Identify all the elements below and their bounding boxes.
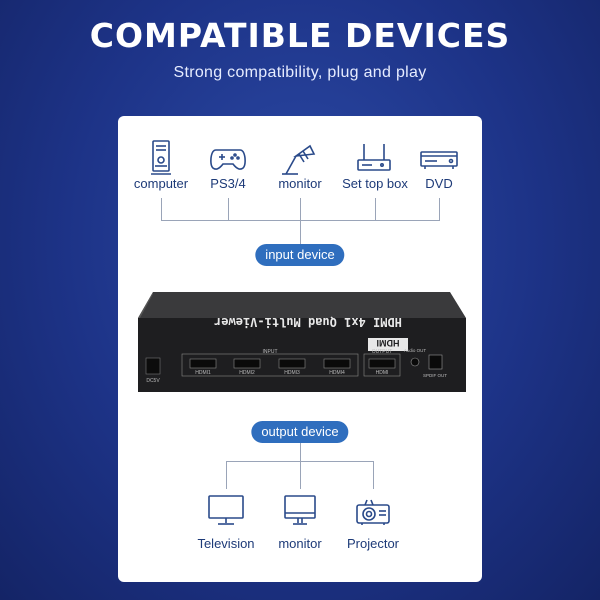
port-label: HDMI3: [284, 370, 300, 376]
output-label-projector: Projector: [346, 536, 400, 551]
output-label-television: Television: [197, 536, 255, 551]
connector-line: [161, 198, 162, 220]
dvd-icon: [419, 138, 459, 178]
device-brand: HDMI: [377, 338, 400, 348]
connector-line: [300, 220, 301, 244]
television-icon: [206, 491, 246, 531]
connector-line: [228, 198, 229, 220]
audio-out-label: Audio OUT: [404, 348, 427, 353]
device-card: computer PS3/4 monitor Set top box DVD i…: [118, 116, 482, 582]
connector-line: [300, 198, 301, 220]
input-label-ps: PS3/4: [210, 176, 246, 191]
input-device-pill: input device: [255, 244, 345, 266]
output-group-label: OUTPUT: [372, 349, 393, 355]
device-name: HDMI 4x1 Quad Multi-Viewer: [214, 315, 402, 329]
connector-line: [439, 198, 440, 220]
satellite-dish-icon: [280, 138, 320, 178]
input-label-monitor: monitor: [278, 176, 322, 191]
page-title: COMPATIBLE DEVICES: [89, 16, 511, 55]
input-group-label: INPUT: [263, 349, 278, 355]
multi-viewer-device: HDMI 4x1 Quad Multi-Viewer HDMI DC5V INP…: [138, 292, 466, 392]
power-label: DC5V: [146, 378, 160, 384]
port-label: HDMI2: [239, 370, 255, 376]
port-label: HDMI4: [329, 370, 345, 376]
connector-line: [300, 443, 301, 461]
port-label: HDMI: [376, 370, 389, 376]
projector-icon: [353, 491, 393, 531]
output-device-pill: output device: [251, 421, 349, 443]
input-label-computer: computer: [133, 176, 189, 191]
input-label-dvd: DVD: [425, 176, 453, 191]
connector-line: [300, 461, 301, 489]
spdif-out-label: SPDIF OUT: [423, 373, 447, 378]
set-top-box-icon: [354, 138, 394, 178]
monitor-icon: [280, 491, 320, 531]
connector-line: [375, 198, 376, 220]
gamepad-icon: [208, 138, 248, 178]
connector-line: [226, 461, 227, 489]
page-subtitle: Strong compatibility, plug and play: [173, 64, 427, 81]
computer-icon: [141, 138, 181, 178]
port-label: HDMI1: [195, 370, 211, 376]
connector-line: [373, 461, 374, 489]
output-label-monitor: monitor: [278, 536, 322, 551]
input-label-set-top-box: Set top box: [342, 176, 408, 191]
